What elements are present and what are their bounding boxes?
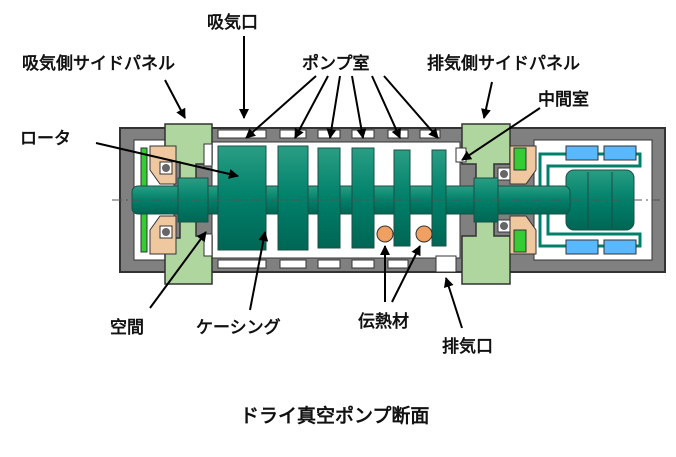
label-intermediate-chamber: 中間室 — [538, 89, 589, 110]
label-gap: 空間 — [110, 317, 144, 338]
left-gap-bottom — [203, 233, 213, 257]
intermediate-chamber-gap — [455, 147, 467, 163]
leader-lines — [95, 36, 541, 329]
label-intake-port: 吸気口 — [207, 12, 258, 33]
label-casing: ケーシング — [196, 317, 281, 338]
label-intake-side-panel: 吸気側サイドパネル — [22, 53, 175, 74]
casing-bottom-slots — [217, 255, 457, 273]
label-exhaust-port: 排気口 — [442, 336, 493, 357]
label-rotor: ロータ — [20, 129, 71, 149]
left-gap-top — [203, 143, 213, 167]
label-pump-chamber: ポンプ室 — [302, 53, 370, 74]
label-exhaust-side-panel: 排気側サイドパネル — [427, 53, 580, 74]
right-bearing-assembly — [497, 145, 537, 255]
diagram-caption: ドライ真空ポンプ断面 — [240, 404, 429, 427]
heat-transfer-material — [376, 225, 433, 243]
label-heat-transfer-material: 伝熱材 — [358, 311, 409, 332]
